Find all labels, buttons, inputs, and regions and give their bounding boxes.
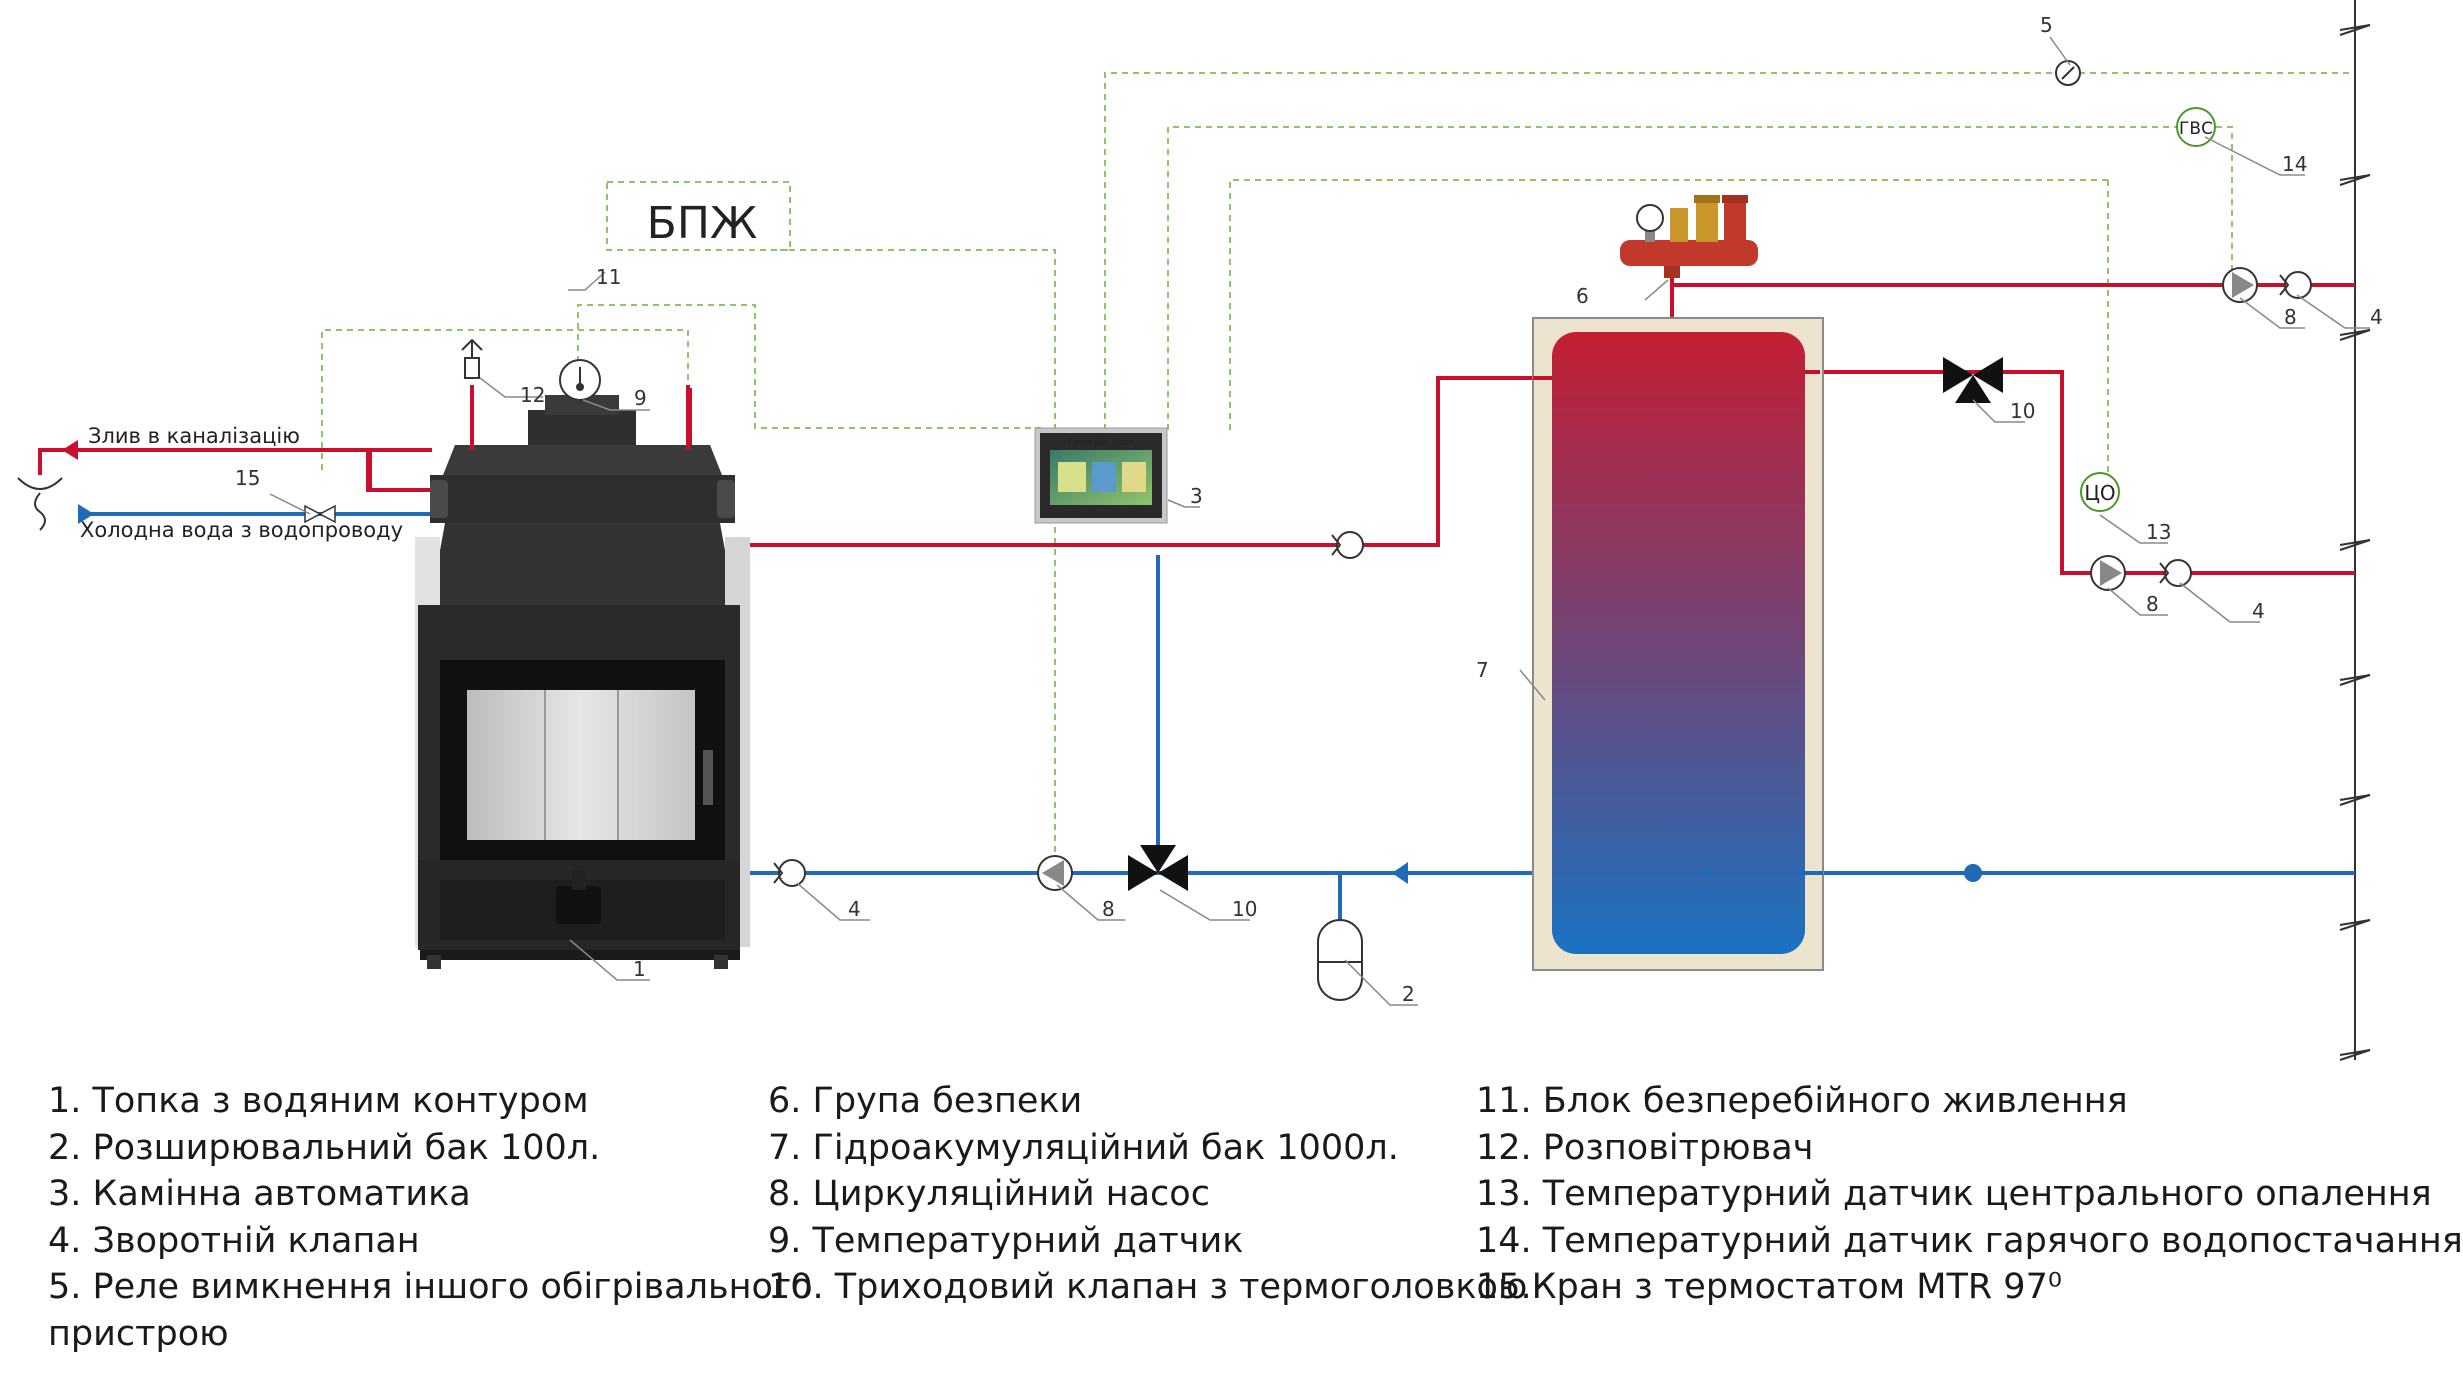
legend-item-1: 1. Топка з водяним контуром: [48, 1081, 589, 1121]
drain-funnel-icon: [17, 477, 63, 531]
legend-item-11: 11. Блок безперебійного живлення: [1476, 1081, 2128, 1121]
callout-10: 10: [1232, 897, 1257, 921]
three-way-valve-icon: [1128, 845, 1188, 891]
check-valve-icon: [1331, 531, 1364, 559]
legend-column-2: 6. Група безпеки 7. Гідроакумуляційний б…: [768, 1078, 1527, 1311]
check-valve-icon: [773, 859, 806, 887]
legend-column-3: 11. Блок безперебійного живлення 12. Роз…: [1476, 1078, 2463, 1311]
heating-scheme-diagram: Centrylio Sons: [17, 0, 2383, 1061]
air-vent-icon: [461, 338, 483, 379]
legend-item-14: 14. Температурний датчик гарячого водопо…: [1476, 1220, 2463, 1261]
legend-item-13: 13. Температурний датчик центрального оп…: [1476, 1174, 2432, 1214]
safety-group: [1620, 195, 1758, 278]
relay-icon: [2055, 60, 2081, 86]
callout-15: 15: [235, 466, 260, 490]
dhw-sensor-label: ГВС: [2179, 119, 2213, 139]
legend-item-2: 2. Розширювальний бак 100л.: [48, 1127, 601, 1168]
callout-4: 4: [2370, 305, 2383, 329]
check-valve-icon: [2279, 271, 2312, 299]
callout-1: 1: [633, 957, 646, 981]
three-way-valve-icon: [1943, 357, 2003, 403]
circulation-pump-icon: [2090, 555, 2126, 591]
callout-8: 8: [2146, 592, 2159, 616]
callout-2: 2: [1402, 982, 1415, 1006]
check-valve-icon: [2159, 559, 2192, 587]
controller-brand: Centrylio Sons: [1068, 438, 1133, 448]
wall: [2339, 0, 2371, 1061]
expansion-tank-icon: [1317, 919, 1363, 1001]
ups-label: БПЖ: [647, 198, 758, 249]
circulation-pump-icon: [2222, 267, 2258, 303]
leader-lines: [269, 36, 2370, 1006]
legend-item-9: 9. Температурний датчик: [768, 1220, 1244, 1261]
legend-item-5-continued: пристрою: [48, 1313, 229, 1354]
return-flow-arrow: [1392, 862, 1408, 884]
callout-4: 4: [2252, 599, 2265, 623]
fireplace-controller: Centrylio Sons: [1034, 427, 1168, 524]
thermometer-icon: [559, 359, 601, 401]
ch-sensor-label: ЦО: [2084, 481, 2115, 505]
dhw-temperature-sensor: ГВС: [2176, 107, 2216, 147]
callout-6: 6: [1576, 284, 1589, 308]
callout-4: 4: [848, 897, 861, 921]
callout-13: 13: [2146, 520, 2171, 544]
callout-9: 9: [634, 386, 647, 410]
drain-arrow: [62, 440, 78, 460]
legend-item-6: 6. Група безпеки: [768, 1081, 1083, 1121]
callout-8: 8: [2284, 305, 2297, 329]
callout-10: 10: [2010, 399, 2035, 423]
callout-5: 5: [2040, 13, 2053, 37]
callout-8: 8: [1102, 897, 1115, 921]
pipe-junction: [1964, 864, 1982, 882]
legend-item-15: 15.Кран з термостатом MTR 97⁰: [1476, 1267, 2062, 1307]
callout-11: 11: [596, 265, 621, 289]
legend-column-1: 1. Топка з водяним контуром 2. Розширюва…: [48, 1078, 813, 1357]
ch-temperature-sensor: ЦО: [2080, 472, 2120, 512]
legend-item-12: 12. Розповітрювач: [1476, 1127, 1814, 1168]
legend-item-4: 4. Зворотній клапан: [48, 1220, 420, 1261]
cold-water-label: Холодна вода з водопроводу: [80, 518, 403, 542]
drain-label: Злив в каналізацію: [88, 424, 300, 448]
accumulation-tank: [1532, 317, 1824, 971]
legend-item-3: 3. Камінна автоматика: [48, 1174, 471, 1214]
thermostatic-tap-icon: [304, 504, 336, 524]
fireplace-boiler: [415, 395, 750, 969]
callout-7: 7: [1476, 658, 1489, 682]
cold-water-arrow: [78, 504, 94, 524]
legend-item-8: 8. Циркуляційний насос: [768, 1174, 1210, 1214]
circulation-pump-icon: [1037, 855, 1073, 891]
callout-12: 12: [520, 383, 545, 407]
callout-14: 14: [2282, 152, 2307, 176]
legend-item-10: 10. Триходовий клапан з термоголовкою: [768, 1267, 1528, 1307]
legend-item-7: 7. Гідроакумуляційний бак 1000л.: [768, 1127, 1399, 1168]
callout-3: 3: [1190, 484, 1203, 508]
hot-pipes: [38, 283, 2355, 575]
legend-item-5: 5. Реле вимкнення іншого обігрівального: [48, 1267, 813, 1307]
